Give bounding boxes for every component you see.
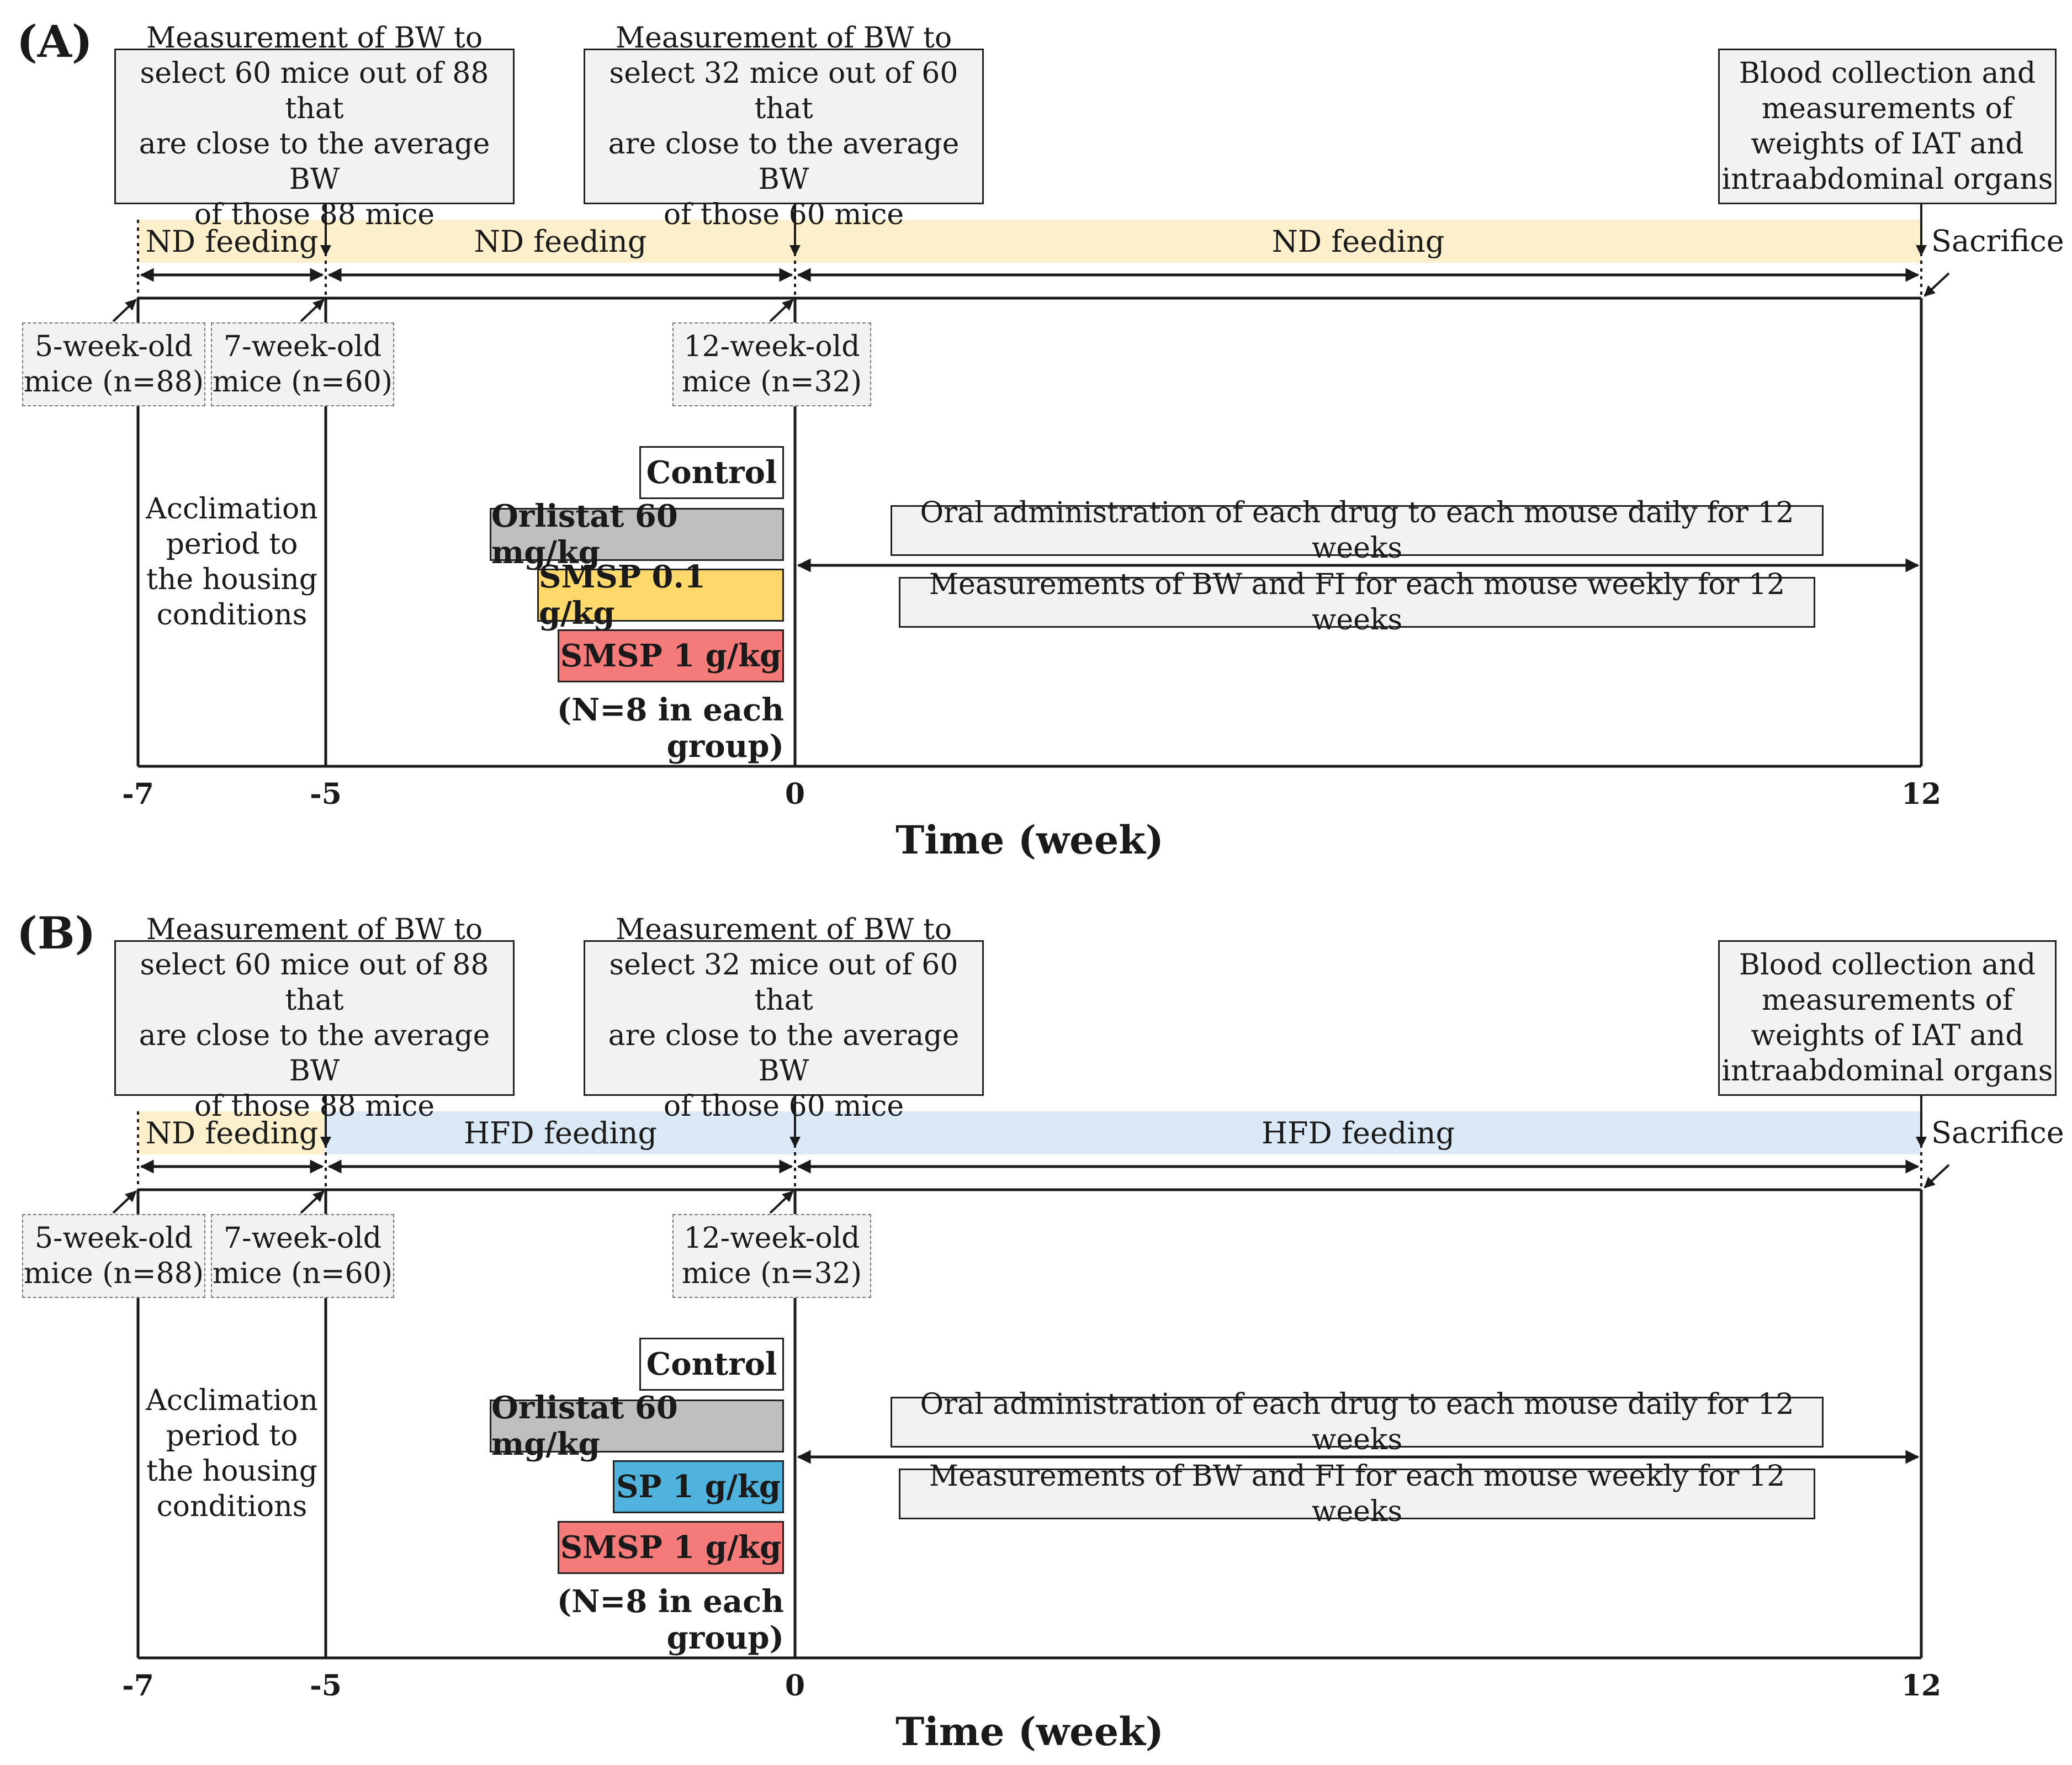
sacrifice-label: Sacrifice [1931, 224, 2064, 258]
band-bg-3 [795, 220, 1921, 263]
panel-label: (B) [17, 907, 96, 959]
x-axis-title: Time (week) [895, 817, 1164, 863]
group-size-note: (N=8 in each group) [557, 1583, 784, 1656]
age-box-12wk: 12-week-old mice (n=32) [672, 322, 871, 406]
admin-note: Oral administration of each drug to each… [891, 496, 1824, 565]
panel-a: (A) Measurement of BW to select 60 mice … [0, 0, 2072, 863]
note-select-32: Measurement of BW to select 32 mice out … [584, 913, 984, 1123]
tick-label: -5 [310, 777, 342, 811]
note-blood-collection: Blood collection and measurements of wei… [1718, 49, 2057, 204]
band-label-2: HFD feeding [463, 1115, 658, 1151]
group-smsp-low: SMSP 0.1 g/kg [537, 559, 784, 632]
tick-label: 0 [785, 777, 806, 811]
age-box-7wk: 7-week-old mice (n=60) [211, 322, 394, 406]
band-label-1: ND feeding [145, 1115, 319, 1151]
band-label-3: ND feeding [1271, 224, 1445, 259]
note-blood-collection: Blood collection and measurements of wei… [1718, 940, 2057, 1096]
band-label-2: ND feeding [474, 224, 647, 259]
acclimation-text: Acclimation period to the housing condit… [146, 1384, 318, 1523]
note-select-60: Measurement of BW to select 60 mice out … [114, 22, 515, 231]
tick-label: 12 [1901, 777, 1942, 811]
timeline-frame [112, 1090, 1950, 1660]
band-bg-3 [795, 1111, 1921, 1154]
measure-note: Measurements of BW and FI for each mouse… [899, 568, 1815, 637]
panel-label: (A) [17, 15, 93, 67]
group-orlistat: Orlistat 60 mg/kg [490, 498, 784, 571]
band-label-3: HFD feeding [1261, 1115, 1455, 1151]
group-smsp-high: SMSP 1 g/kg [558, 1521, 784, 1574]
measure-note: Measurements of BW and FI for each mouse… [899, 1460, 1815, 1528]
band-label-1: ND feeding [145, 224, 319, 259]
band-bg-1 [138, 1111, 326, 1154]
band-bg-2 [326, 220, 795, 263]
age-box-7wk: 7-week-old mice (n=60) [211, 1214, 394, 1298]
group-control: Control [639, 1338, 784, 1391]
age-box-5wk: 5-week-old mice (n=88) [22, 1214, 205, 1298]
note-select-60: Measurement of BW to select 60 mice out … [114, 913, 515, 1123]
group-sp: SP 1 g/kg [613, 1460, 784, 1513]
admin-note: Oral administration of each drug to each… [891, 1388, 1824, 1456]
group-smsp-high: SMSP 1 g/kg [558, 629, 784, 682]
group-orlistat: Orlistat 60 mg/kg [490, 1390, 784, 1462]
tick-label: 12 [1901, 1669, 1942, 1703]
group-control: Control [639, 446, 784, 499]
band-bg-1 [138, 220, 326, 263]
group-size-note: (N=8 in each group) [557, 692, 784, 765]
sacrifice-label: Sacrifice [1931, 1115, 2064, 1150]
tick-label: -5 [310, 1669, 342, 1703]
age-box-5wk: 5-week-old mice (n=88) [22, 322, 205, 406]
tick-label: -7 [122, 777, 154, 811]
tick-label: -7 [122, 1669, 154, 1703]
acclimation-text: Acclimation period to the housing condit… [146, 492, 318, 632]
note-select-32: Measurement of BW to select 32 mice out … [584, 22, 984, 231]
band-bg-2 [326, 1111, 795, 1154]
tick-label: 0 [785, 1669, 806, 1703]
age-box-12wk: 12-week-old mice (n=32) [672, 1214, 871, 1298]
x-axis-title: Time (week) [895, 1709, 1164, 1755]
panel-b: (B) Measurement of BW to select 60 mice … [0, 892, 2072, 1755]
